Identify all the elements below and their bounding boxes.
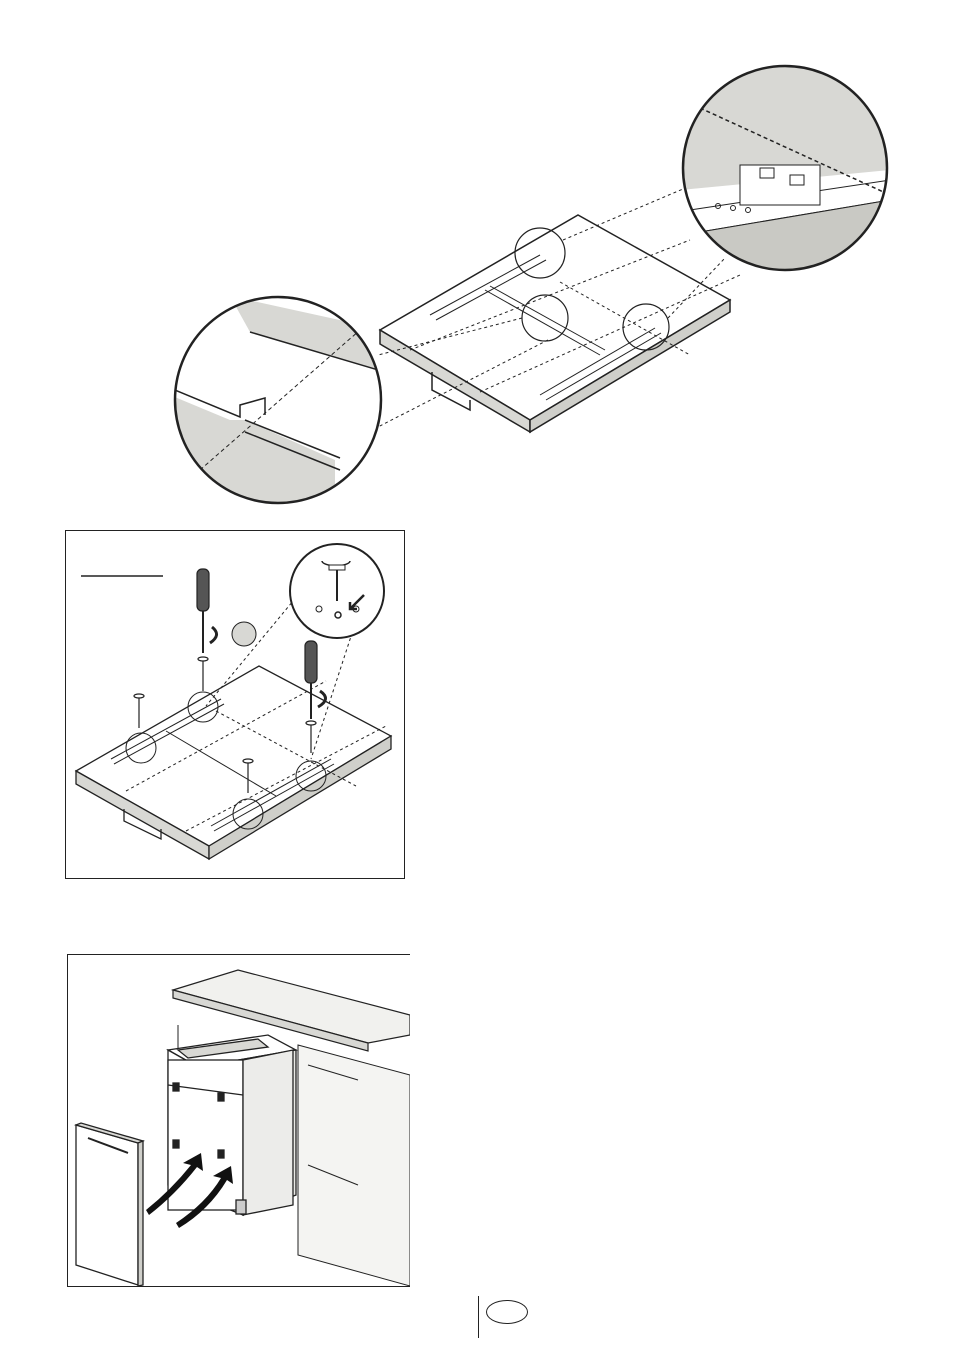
- language-badge: [486, 1300, 528, 1324]
- countertop-slab: [380, 215, 730, 432]
- door-panel: [76, 1123, 143, 1286]
- step-indicator-circle: [232, 622, 256, 646]
- worktop: [173, 970, 410, 1051]
- screw-fixing-illustration: [66, 531, 404, 878]
- zoom-circle-bracket: [680, 60, 890, 290]
- footer-divider: [478, 1296, 479, 1338]
- figure-countertop-brackets: [0, 0, 953, 515]
- door-panel-illustration: [68, 955, 410, 1286]
- figure-door-panel-panel: [67, 954, 410, 1287]
- screwdriver-left: [197, 569, 217, 653]
- figure-screw-fixing-panel: [65, 530, 405, 879]
- zoom-circle-edge: [170, 295, 385, 510]
- zoom-circle-screw: [290, 544, 384, 638]
- dishwasher: [168, 1035, 296, 1215]
